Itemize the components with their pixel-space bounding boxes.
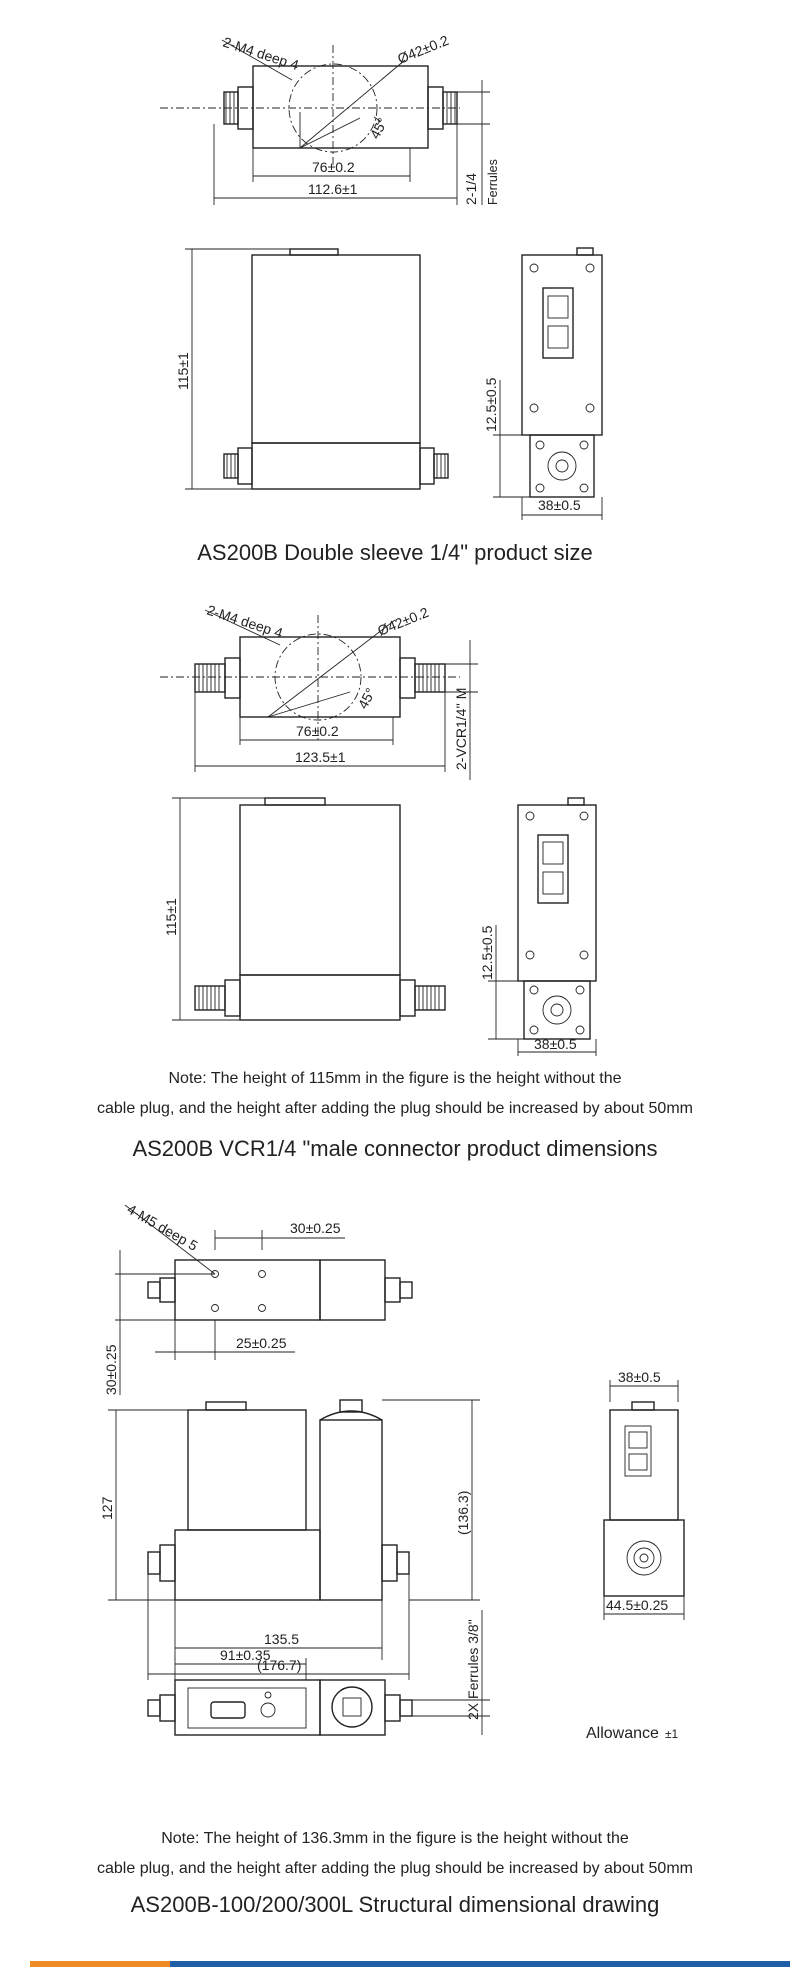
section1-drawing: 2-M4 deep 4 Ø42±0.2 45° 76±0.2 112.6±1 2… — [160, 32, 603, 520]
s2-side-view: 12.5±0.5 38±0.5 — [479, 797, 597, 1056]
s3-hole-b: 25±0.25 — [236, 1335, 287, 1351]
allowance-label: Allowance — [586, 1725, 659, 1742]
footer-bar-blue — [170, 1961, 790, 1967]
allowance-value: ±1 — [664, 1727, 679, 1741]
s1-title: AS200B Double sleeve 1/4" product size — [197, 540, 593, 565]
s2-overall-length: 123.5±1 — [295, 749, 346, 765]
s2-thread-label: 2-M4 deep 4 — [205, 602, 285, 642]
section2-drawing: 2-M4 deep 4 Ø42±0.2 45° 76±0.2 123.5±1 2… — [160, 602, 597, 1056]
s3-side-top: 38±0.5 — [618, 1369, 661, 1385]
s3-height-127: 127 — [99, 1496, 115, 1520]
s1-side-width: 38±0.5 — [538, 497, 581, 513]
s1-top-view: 2-M4 deep 4 Ø42±0.2 45° 76±0.2 112.6±1 2… — [160, 32, 500, 205]
s1-ferrules-word: Ferrules — [486, 159, 500, 205]
s1-side-height: 12.5±0.5 — [483, 377, 499, 432]
footer-bar-orange — [30, 1961, 170, 1967]
s2-side-width: 38±0.5 — [534, 1036, 577, 1052]
s3-height-1363: (136.3) — [455, 1491, 471, 1535]
s1-ferrules: 2-1/4 — [463, 173, 479, 205]
s1-diameter-label: Ø42±0.2 — [395, 32, 451, 67]
s2-angle-label: 45° — [355, 685, 379, 711]
s2-note-line2: cable plug, and the height after adding … — [97, 1100, 693, 1117]
s3-side-offset: 30±0.25 — [103, 1344, 119, 1395]
s2-hole-spacing: 76±0.2 — [296, 723, 339, 739]
s1-overall-length: 112.6±1 — [308, 181, 358, 197]
s2-title: AS200B VCR1/4 "male connector product di… — [132, 1136, 658, 1161]
s2-connector: 2-VCR1/4'' M — [453, 688, 469, 770]
s3-bottom-view: 91±0.35 2X Ferrules 3/8" — [147, 1610, 490, 1736]
s2-height: 115±1 — [163, 898, 179, 936]
s2-note-line1: Note: The height of 115mm in the figure … — [168, 1070, 622, 1087]
s3-side-view: 38±0.5 44.5±0.25 — [603, 1369, 685, 1620]
s3-front-view: 127 (136.3) 135.5 (176.7) — [99, 1399, 480, 1680]
s2-diameter-label: Ø42±0.2 — [375, 604, 431, 639]
s3-top-view: 4-M5 deep 5 30±0.25 25±0.25 30±0.25 — [103, 1201, 413, 1395]
s3-hole-a: 30±0.25 — [290, 1220, 341, 1236]
s2-top-view: 2-M4 deep 4 Ø42±0.2 45° 76±0.2 123.5±1 2… — [160, 602, 478, 780]
s1-thread-label: 2-M4 deep 4 — [221, 34, 301, 74]
s3-title: AS200B-100/200/300L Structural dimension… — [130, 1892, 660, 1917]
s1-angle-label: 45° — [367, 115, 391, 141]
section3-drawing: 4-M5 deep 5 30±0.25 25±0.25 30±0.25 127 … — [99, 1201, 685, 1736]
s1-height: 115±1 — [175, 352, 191, 390]
s1-hole-spacing: 76±0.2 — [312, 159, 355, 175]
s3-length-1767: (176.7) — [257, 1657, 301, 1673]
s2-side-height: 12.5±0.5 — [479, 925, 495, 980]
s1-front-view: 115±1 — [175, 248, 449, 490]
s3-length-1355: 135.5 — [264, 1631, 299, 1647]
allowance: Allowance ±1 — [586, 1725, 678, 1743]
s3-ferrules: 2X Ferrules 3/8" — [465, 1619, 481, 1720]
s3-side-bottom: 44.5±0.25 — [606, 1597, 668, 1613]
s3-bottom-91: 91±0.35 — [220, 1647, 271, 1663]
s3-thread-label: 4-M5 deep 5 — [125, 1201, 201, 1254]
s3-note-line2: cable plug, and the height after adding … — [97, 1860, 693, 1877]
s1-side-view: 12.5±0.5 38±0.5 — [483, 247, 603, 520]
s2-front-view: 115±1 — [163, 797, 446, 1021]
s3-note-line1: Note: The height of 136.3mm in the figur… — [161, 1830, 629, 1847]
